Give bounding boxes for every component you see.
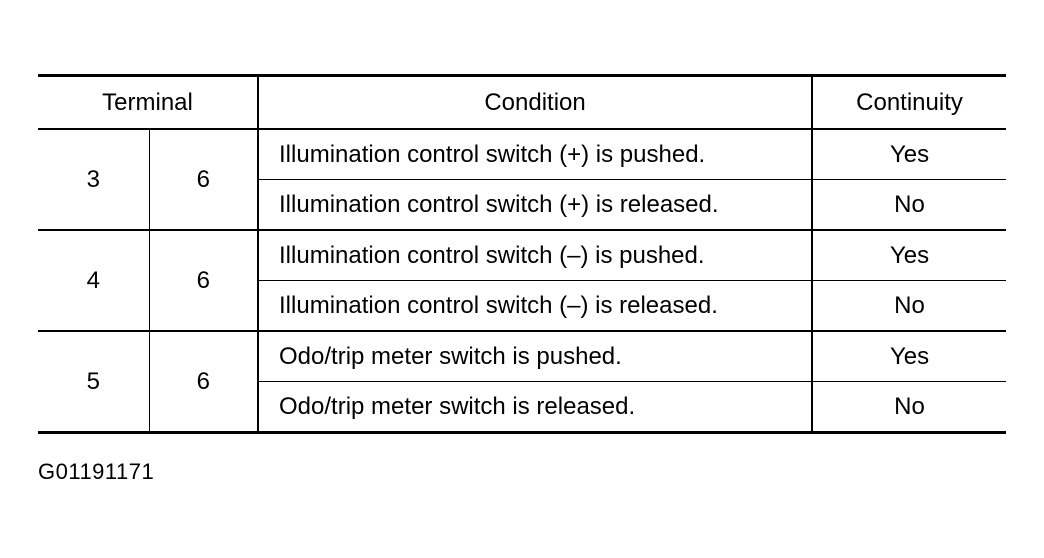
condition-cell: Odo/trip meter switch is released.	[258, 381, 814, 434]
table-row: 3 6 Illumination control switch (+) is p…	[38, 129, 1007, 231]
continuity-cell: Yes	[812, 230, 1007, 281]
condition-cell: Odo/trip meter switch is pushed.	[258, 331, 814, 382]
figure-id-label: G01191171	[38, 459, 155, 484]
continuity-cell: No	[812, 179, 1007, 231]
continuity-cell: Yes	[812, 331, 1007, 382]
terminal-a-cell: 4	[38, 230, 150, 332]
condition-header: Condition	[258, 74, 814, 130]
terminal-b-cell: 6	[149, 230, 260, 332]
continuity-table: Terminal Condition Continuity 3 6 Illumi…	[38, 74, 1007, 434]
condition-cell: Illumination control switch (–) is pushe…	[258, 230, 814, 281]
continuity-cell: Yes	[812, 129, 1007, 180]
continuity-header: Continuity	[812, 74, 1007, 130]
table-row: 4 6 Illumination control switch (–) is p…	[38, 230, 1007, 332]
terminal-b-cell: 6	[149, 331, 260, 434]
table-row: Illumination control switch (–) is relea…	[38, 280, 1007, 332]
terminal-header: Terminal	[38, 74, 260, 130]
continuity-table-container: Terminal Condition Continuity 3 6 Illumi…	[38, 74, 1007, 438]
continuity-cell: No	[812, 381, 1007, 434]
terminal-a-cell: 3	[38, 129, 150, 231]
terminal-a-cell: 5	[38, 331, 150, 434]
table-row: Illumination control switch (+) is relea…	[38, 179, 1007, 231]
condition-cell: Illumination control switch (+) is pushe…	[258, 129, 814, 180]
condition-cell: Illumination control switch (–) is relea…	[258, 280, 814, 332]
table-header-row: Terminal Condition Continuity	[38, 74, 1007, 130]
table-row: Odo/trip meter switch is released. No	[38, 381, 1007, 434]
condition-cell: Illumination control switch (+) is relea…	[258, 179, 814, 231]
table-row: 5 6 Odo/trip meter switch is pushed. Yes	[38, 331, 1007, 434]
continuity-cell: No	[812, 280, 1007, 332]
terminal-b-cell: 6	[149, 129, 260, 231]
